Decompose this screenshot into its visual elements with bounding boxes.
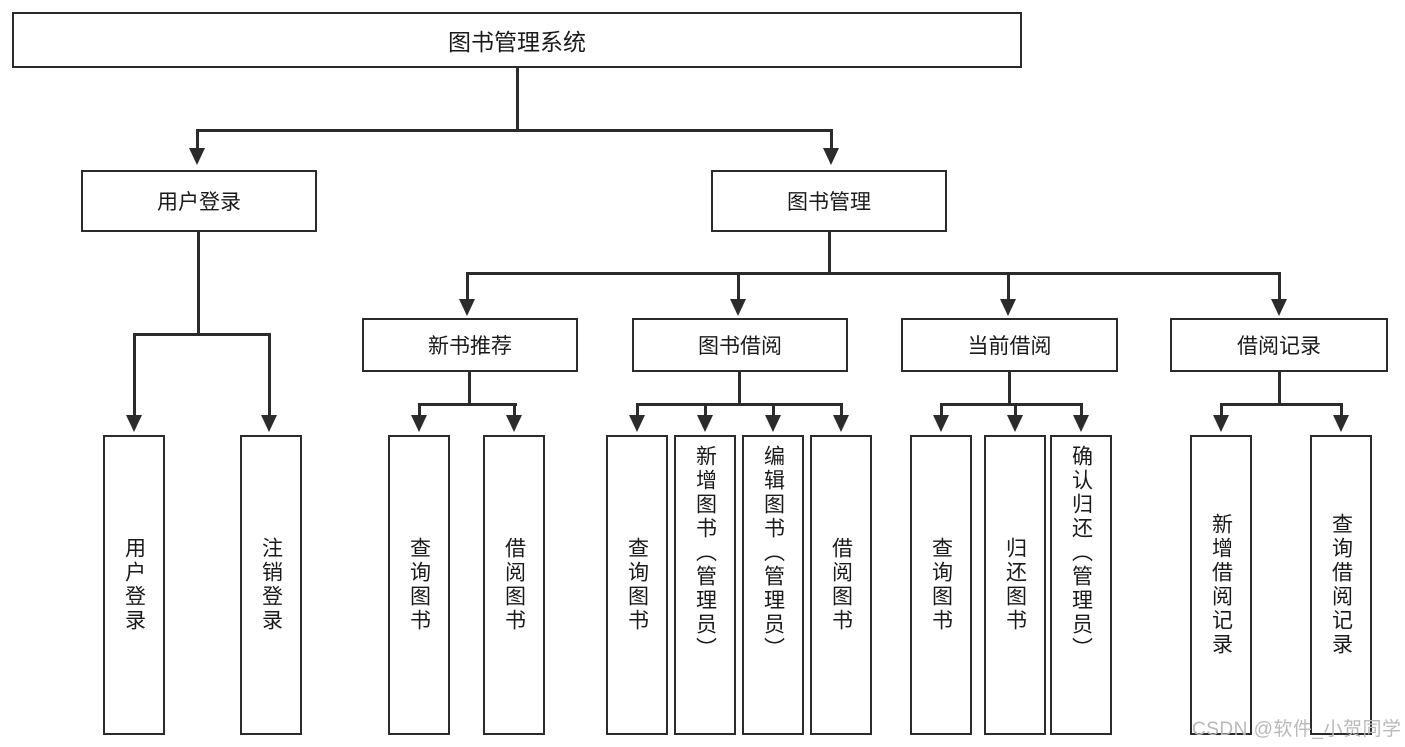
node-user-login[interactable]: 用户登录 bbox=[81, 170, 317, 232]
leaf-label: 确认归还（管理员） bbox=[1069, 445, 1093, 661]
arrow-newbook-d2 bbox=[506, 415, 522, 432]
node-root[interactable]: 图书管理系统 bbox=[12, 12, 1022, 68]
node-label: 图书管理系统 bbox=[448, 29, 586, 55]
arrow-borrow-d4 bbox=[833, 415, 849, 432]
edge-records-bus bbox=[1220, 403, 1342, 406]
leaf-borrow-book[interactable]: 借阅图书 bbox=[810, 435, 872, 735]
edge-records-stem bbox=[1278, 372, 1281, 405]
leaf-user-login[interactable]: 用户登录 bbox=[103, 435, 165, 735]
leaf-return-book[interactable]: 归还图书 bbox=[984, 435, 1046, 735]
edge-current-stem bbox=[1008, 372, 1011, 405]
leaf-label: 用户登录 bbox=[122, 537, 146, 633]
node-book-management[interactable]: 图书管理 bbox=[711, 170, 947, 232]
edge-borrow-d2 bbox=[704, 403, 707, 418]
leaf-add-borrow-record[interactable]: 新增借阅记录 bbox=[1190, 435, 1252, 735]
arrow-newbook-d1 bbox=[411, 415, 427, 432]
leaf-label: 查询图书 bbox=[625, 537, 649, 633]
edge-current-d3 bbox=[1080, 403, 1083, 418]
csdn-watermark: CSDN @软件_小贺同学 bbox=[1192, 719, 1402, 740]
edge-current-d1 bbox=[940, 403, 943, 418]
arrow-login-to-leaf2 bbox=[261, 415, 277, 432]
node-borrow-records[interactable]: 借阅记录 bbox=[1170, 318, 1388, 372]
edge-current-bus bbox=[940, 403, 1082, 406]
edge-login-stem bbox=[197, 232, 200, 335]
leaf-label: 查询图书 bbox=[929, 537, 953, 633]
arrow-bookmgmt-to-records bbox=[1271, 299, 1287, 316]
edge-root-stem bbox=[516, 68, 519, 131]
edge-bookmgmt-stem bbox=[828, 232, 831, 274]
edge-bookmgmt-to-current bbox=[1007, 272, 1010, 302]
leaf-borrow-book-recommend[interactable]: 借阅图书 bbox=[483, 435, 545, 735]
edge-login-to-leaf1 bbox=[133, 333, 136, 418]
arrow-login-to-leaf1 bbox=[126, 415, 142, 432]
leaf-label: 借阅图书 bbox=[502, 537, 526, 633]
arrow-borrow-d3 bbox=[765, 415, 781, 432]
leaf-query-book-recommend[interactable]: 查询图书 bbox=[388, 435, 450, 735]
leaf-label: 注销登录 bbox=[259, 537, 283, 633]
arrow-borrow-d1 bbox=[629, 415, 645, 432]
node-current-borrow[interactable]: 当前借阅 bbox=[901, 318, 1118, 372]
leaf-confirm-return-admin[interactable]: 确认归还（管理员） bbox=[1050, 435, 1112, 735]
leaf-query-book-current[interactable]: 查询图书 bbox=[910, 435, 972, 735]
leaf-label: 查询借阅记录 bbox=[1329, 513, 1353, 657]
edge-newbook-d2 bbox=[513, 403, 516, 418]
arrow-bookmgmt-to-current bbox=[1000, 299, 1016, 316]
edge-root-to-login bbox=[196, 129, 199, 151]
arrow-borrow-d2 bbox=[697, 415, 713, 432]
edge-newbook-bus bbox=[418, 403, 517, 406]
arrow-bookmgmt-to-new bbox=[459, 299, 475, 316]
leaf-label: 编辑图书（管理员） bbox=[761, 445, 785, 661]
edge-current-d2 bbox=[1014, 403, 1017, 418]
edge-bookmgmt-to-new bbox=[466, 272, 469, 302]
edge-bookmgmt-to-borrow bbox=[737, 272, 740, 302]
node-label: 借阅记录 bbox=[1237, 335, 1321, 358]
edge-borrow-stem bbox=[738, 372, 741, 405]
edge-newbook-stem bbox=[468, 372, 471, 405]
edge-records-d1 bbox=[1220, 403, 1223, 418]
edge-newbook-d1 bbox=[418, 403, 421, 418]
leaf-add-book-admin[interactable]: 新增图书（管理员） bbox=[674, 435, 736, 735]
leaf-label: 归还图书 bbox=[1003, 537, 1027, 633]
edge-borrow-d4 bbox=[840, 403, 843, 418]
node-new-book-recommend[interactable]: 新书推荐 bbox=[362, 318, 578, 372]
leaf-edit-book-admin[interactable]: 编辑图书（管理员） bbox=[742, 435, 804, 735]
leaf-label: 新增借阅记录 bbox=[1209, 513, 1233, 657]
arrow-current-d2 bbox=[1007, 415, 1023, 432]
arrow-records-d1 bbox=[1213, 415, 1229, 432]
arrow-records-d2 bbox=[1333, 415, 1349, 432]
edge-bookmgmt-to-records bbox=[1278, 272, 1281, 302]
edge-borrow-d1 bbox=[636, 403, 639, 418]
leaf-query-borrow-record[interactable]: 查询借阅记录 bbox=[1310, 435, 1372, 735]
arrow-root-to-login bbox=[189, 148, 205, 165]
arrow-root-to-bookmgmt bbox=[823, 148, 839, 165]
arrow-bookmgmt-to-borrow bbox=[730, 299, 746, 316]
edge-borrow-d3 bbox=[772, 403, 775, 418]
node-label: 当前借阅 bbox=[967, 335, 1052, 358]
arrow-current-d3 bbox=[1073, 415, 1089, 432]
node-label: 用户登录 bbox=[157, 191, 241, 214]
leaf-query-book-borrow[interactable]: 查询图书 bbox=[606, 435, 668, 735]
node-label: 图书管理 bbox=[787, 191, 871, 214]
node-book-borrow[interactable]: 图书借阅 bbox=[632, 318, 848, 372]
arrow-current-d1 bbox=[933, 415, 949, 432]
edge-login-to-leaf2 bbox=[268, 333, 271, 418]
leaf-label: 查询图书 bbox=[407, 537, 431, 633]
edge-login-bus bbox=[133, 333, 270, 336]
node-label: 图书借阅 bbox=[698, 335, 782, 358]
edge-borrow-bus bbox=[636, 403, 841, 406]
edge-root-bus bbox=[196, 129, 833, 132]
leaf-label: 新增图书（管理员） bbox=[693, 445, 717, 661]
leaf-label: 借阅图书 bbox=[829, 537, 853, 633]
edge-records-d2 bbox=[1340, 403, 1343, 418]
leaf-logout[interactable]: 注销登录 bbox=[240, 435, 302, 735]
edge-root-to-bookmgmt bbox=[830, 129, 833, 151]
edge-bookmgmt-bus bbox=[466, 272, 1281, 275]
node-label: 新书推荐 bbox=[428, 335, 512, 358]
